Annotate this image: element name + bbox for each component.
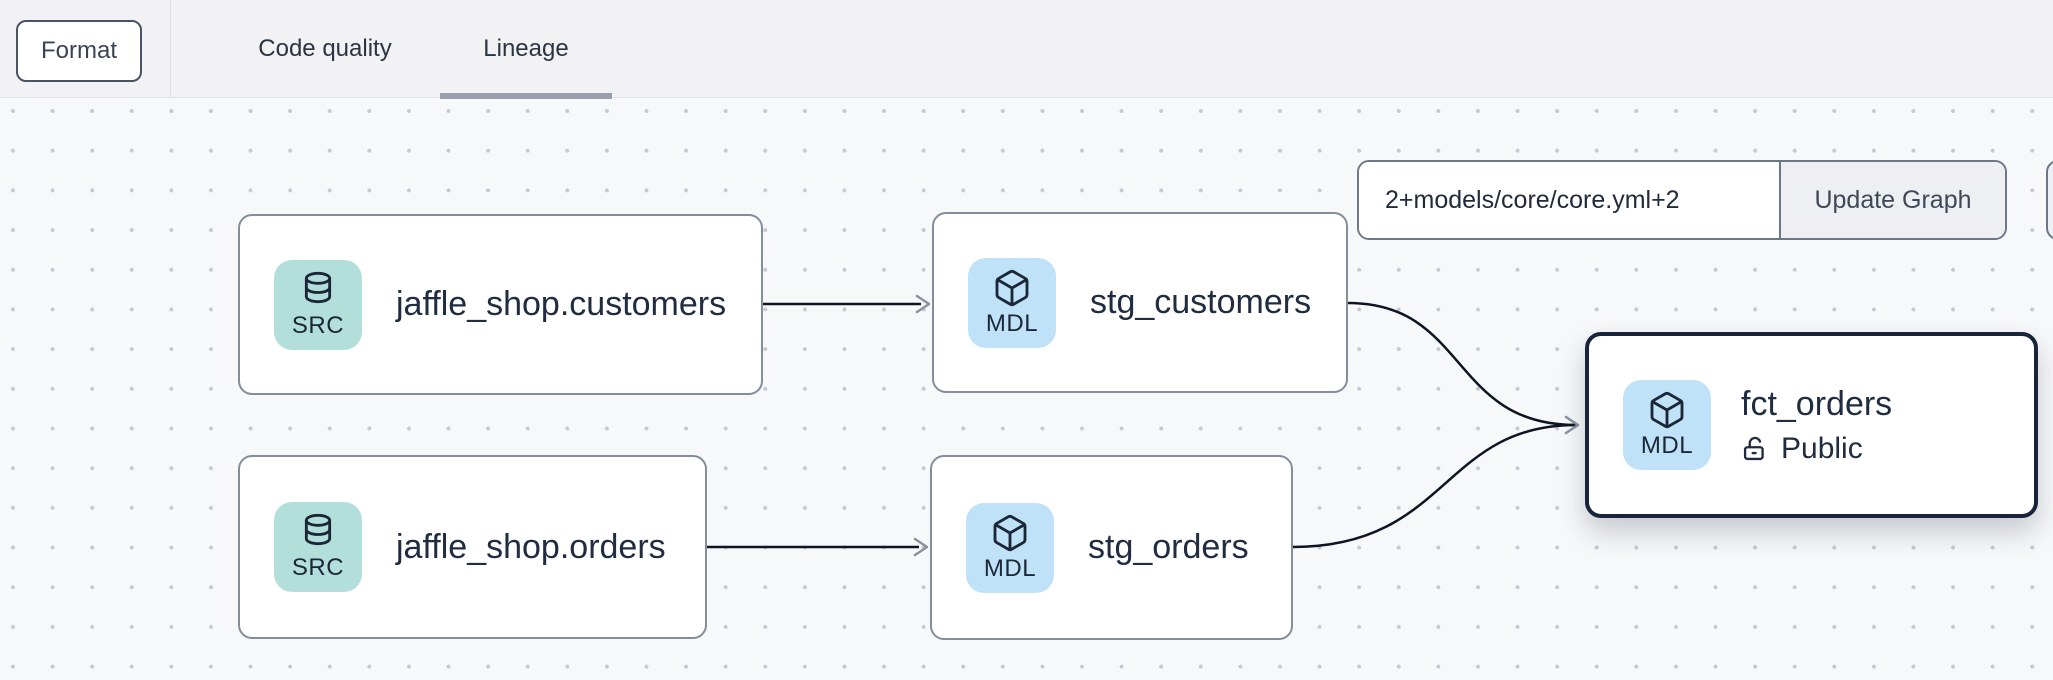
access-label: Public bbox=[1781, 431, 1863, 465]
node-jaffle-shop-customers[interactable]: SRC jaffle_shop.customers bbox=[238, 214, 763, 395]
editor-topbar: Format Code quality Lineage bbox=[0, 0, 2053, 99]
node-stg-customers[interactable]: MDL stg_customers bbox=[932, 212, 1348, 393]
model-badge: MDL bbox=[968, 257, 1056, 348]
source-badge: SRC bbox=[274, 502, 362, 592]
node-label: jaffle_shop.orders bbox=[396, 527, 666, 566]
model-selector-input[interactable] bbox=[1359, 162, 1779, 238]
node-label: stg_customers bbox=[1090, 283, 1312, 321]
tab-lineage[interactable]: Lineage bbox=[483, 34, 569, 62]
database-icon bbox=[304, 271, 332, 303]
update-graph-button[interactable]: Update Graph bbox=[1779, 162, 2005, 238]
badge-label: MDL bbox=[1640, 432, 1694, 459]
node-jaffle-shop-orders[interactable]: SRC jaffle_shop.orders bbox=[238, 455, 707, 639]
cube-icon bbox=[1650, 391, 1684, 429]
node-label: fct_orders bbox=[1741, 384, 1893, 423]
node-label: jaffle_shop.customers bbox=[396, 285, 727, 323]
cube-icon bbox=[993, 514, 1027, 551]
selector-group: Update Graph bbox=[1357, 160, 2007, 240]
active-tab-underline bbox=[440, 93, 612, 99]
tab-code-quality[interactable]: Code quality bbox=[258, 34, 392, 62]
badge-label: MDL bbox=[983, 554, 1037, 582]
cube-icon bbox=[995, 269, 1029, 306]
model-badge: MDL bbox=[1623, 380, 1711, 470]
clipped-control[interactable] bbox=[2046, 160, 2053, 240]
node-fct-orders-selected[interactable]: MDL fct_orders Public bbox=[1585, 332, 2038, 518]
database-icon bbox=[304, 513, 332, 546]
lock-open-icon bbox=[1743, 436, 1764, 460]
source-badge: SRC bbox=[274, 259, 362, 350]
access-row: Public bbox=[1741, 432, 1892, 466]
model-badge: MDL bbox=[966, 502, 1054, 593]
badge-label: MDL bbox=[985, 309, 1039, 337]
node-label: stg_orders bbox=[1088, 528, 1249, 566]
format-button[interactable]: Format bbox=[16, 20, 142, 82]
node-stg-orders[interactable]: MDL stg_orders bbox=[930, 455, 1293, 640]
badge-label: SRC bbox=[291, 554, 345, 581]
topbar-divider bbox=[170, 0, 171, 97]
badge-label: SRC bbox=[291, 311, 345, 339]
